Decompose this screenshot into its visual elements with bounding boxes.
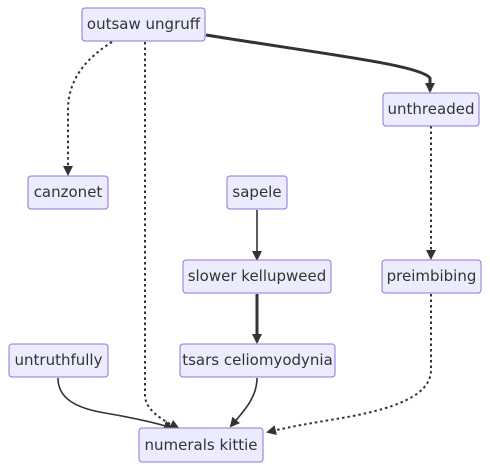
node-slower-kellupweed[interactable]: slower kellupweed [182,259,332,294]
edge-outsaw-ungruff-to-unthreaded [205,33,435,93]
node-label: canzonet [34,183,103,201]
node-label: numerals kittie [145,436,258,454]
edge-untruthfully-to-numerals-kittie [57,377,174,431]
nodes-layer: outsaw ungruff unthreaded canzonet sapel… [8,7,482,463]
edges-layer [57,33,436,436]
node-untruthfully[interactable]: untruthfully [8,343,109,378]
node-label: untruthfully [15,351,103,369]
node-label: unthreaded [388,100,475,118]
node-sapele[interactable]: sapele [226,175,288,210]
node-label: sapele [232,183,281,201]
node-unthreaded[interactable]: unthreaded [382,92,480,127]
edge-tsars-celiomyodynia-to-numerals-kittie [229,377,258,428]
node-label: tsars celiomyodynia [182,351,333,369]
node-label: preimbibing [387,267,477,285]
edge-preimbibing-to-numerals-kittie [266,294,432,436]
edge-outsaw-ungruff-to-canzonet [63,41,113,176]
node-outsaw-ungruff[interactable]: outsaw ungruff [81,7,206,42]
node-label: outsaw ungruff [87,15,201,33]
node-label: slower kellupweed [188,267,327,285]
node-tsars-celiomyodynia[interactable]: tsars celiomyodynia [179,343,336,378]
edge-outsaw-ungruff-to-numerals-kittie [144,42,180,429]
node-preimbibing[interactable]: preimbibing [381,259,482,294]
node-canzonet[interactable]: canzonet [27,175,109,210]
node-numerals-kittie[interactable]: numerals kittie [138,427,264,463]
